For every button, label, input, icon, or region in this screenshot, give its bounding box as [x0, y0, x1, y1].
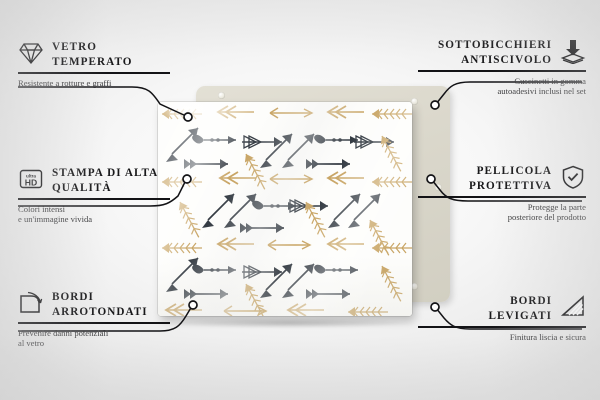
- feature-subtitle: Finitura liscia e sicura: [509, 331, 586, 342]
- svg-text:ultra: ultra: [26, 173, 36, 178]
- title-rule: [18, 198, 170, 200]
- product-image: [158, 86, 450, 328]
- product-shadow: [164, 318, 414, 328]
- feature-title: VETRO TEMPERATO: [52, 41, 133, 68]
- feature-title: STAMPA DI ALTA QUALITÀ: [52, 167, 159, 194]
- feature-title: BORDI LEVIGATI: [488, 295, 552, 322]
- shield-check-icon: [560, 164, 586, 190]
- ultra-hd-badge-icon: ultra HD: [18, 166, 44, 192]
- rubber-foot: [218, 92, 225, 99]
- polished-edge-icon: [560, 294, 586, 320]
- feature-pellicola-protettiva: PELLICOLA PROTETTIVA Protegge la parte p…: [418, 164, 586, 223]
- feature-subtitle: Prevenire danni potenziali al vetro: [18, 327, 109, 349]
- title-rule: [18, 322, 170, 324]
- feature-bordi-levigati: BORDI LEVIGATI Finitura liscia e sicura: [418, 294, 586, 342]
- diamond-icon: [18, 40, 44, 66]
- feature-sottobicchieri-antiscivolo: SOTTOBICCHIERI ANTISCIVOLO Cuscinetti in…: [418, 38, 586, 97]
- feature-title: PELLICOLA PROTETTIVA: [468, 165, 552, 192]
- arrow-pattern: [158, 102, 412, 316]
- feature-subtitle: Resistente a rotture e graffi: [18, 77, 112, 88]
- svg-text:HD: HD: [25, 177, 37, 187]
- glass-glare: [158, 102, 226, 126]
- title-rule: [18, 72, 170, 74]
- feature-vetro-temperato: VETRO TEMPERATO Resistente a rotture e g…: [18, 40, 170, 88]
- rubber-foot: [411, 98, 418, 105]
- title-rule: [418, 70, 586, 72]
- feature-subtitle: Protegge la parte posteriore del prodott…: [507, 201, 586, 223]
- glass-panel: [158, 102, 412, 316]
- feature-stampa-alta-qualita: ultra HD STAMPA DI ALTA QUALITÀ Colori i…: [18, 166, 170, 225]
- feature-bordi-arrotondati: BORDI ARROTONDATI Prevenire danni potenz…: [18, 290, 170, 349]
- feature-subtitle: Cuscinetti in gomma autoadesivi inclusi …: [497, 75, 586, 97]
- title-rule: [418, 196, 586, 198]
- rubber-foot: [411, 283, 418, 290]
- feature-title: SOTTOBICCHIERI ANTISCIVOLO: [438, 39, 552, 66]
- feature-title: BORDI ARROTONDATI: [52, 291, 148, 318]
- arrow-down-pad-icon: [560, 38, 586, 64]
- title-rule: [418, 326, 586, 328]
- rounded-corner-icon: [18, 290, 44, 316]
- feature-subtitle: Colori intensi e un'immagine vivida: [18, 203, 93, 225]
